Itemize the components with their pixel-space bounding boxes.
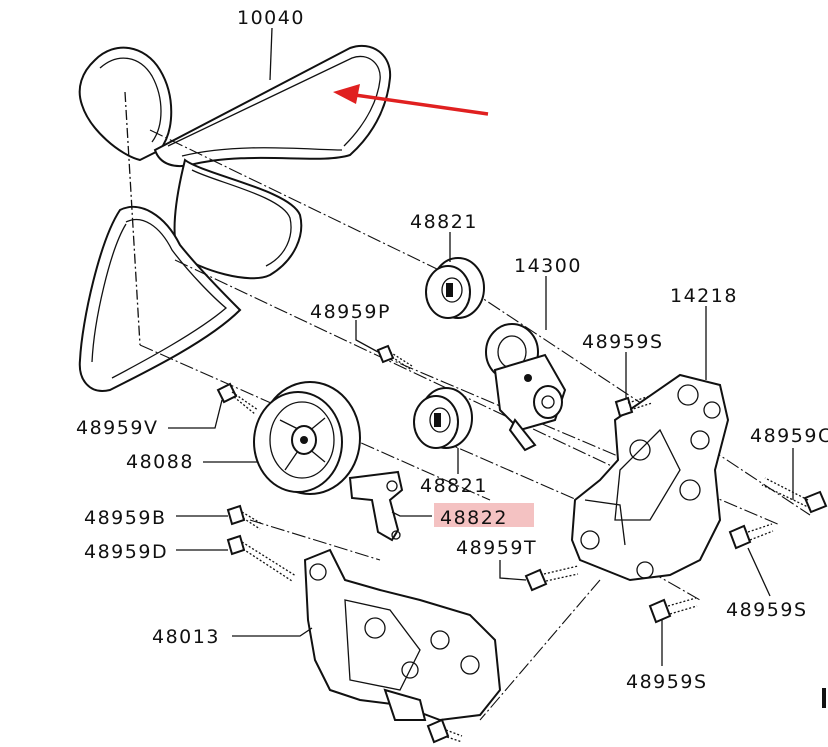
label-bolt-p: 48959P: [310, 301, 391, 323]
part-labels: 10040 48821 14300 48959P 14218 48959S 48…: [76, 7, 828, 693]
bolt-48959s-right: [728, 523, 774, 550]
label-tensioner: 14300: [514, 255, 582, 277]
bolt-48959c: [761, 477, 828, 514]
label-bracket-right: 14218: [670, 285, 738, 307]
bolt-bottom: [426, 718, 463, 744]
bolt-48959b: [226, 504, 263, 530]
part-highlight: [434, 503, 534, 527]
annotation-arrow: [333, 84, 489, 116]
label-bolt-s-top: 48959S: [582, 331, 664, 353]
bracket-48822: [348, 470, 404, 542]
label-belt: 10040: [237, 7, 305, 29]
bolt-48959d: [226, 534, 297, 582]
bolt-48959p: [376, 344, 413, 370]
label-idler-lower: 48821: [420, 475, 488, 497]
label-bolt-s-right: 48959S: [726, 599, 808, 621]
tensioner-assembly: [485, 323, 567, 452]
label-bolt-t: 48959T: [456, 537, 537, 559]
bracket-48013: [303, 548, 502, 722]
label-bolt-b: 48959B: [84, 507, 166, 529]
bracket-14218: [570, 373, 730, 582]
label-bolt-d: 48959D: [84, 541, 168, 563]
bolt-48959v: [216, 382, 259, 415]
label-bolt-c: 48959C: [750, 425, 828, 447]
label-bracket-lower: 48013: [152, 626, 220, 648]
idler-pulley-lower: [413, 387, 473, 449]
leader-lines: [168, 27, 794, 666]
serpentine-belt: [78, 44, 392, 392]
bolt-48959t: [524, 565, 579, 592]
bolt-48959s-top: [614, 395, 653, 418]
edge-mark: [822, 688, 826, 708]
label-bolt-s-bottom: 48959S: [626, 671, 708, 693]
idler-pulley-upper: [425, 257, 485, 319]
label-highlighted-part: 48822: [440, 507, 508, 529]
label-pulley: 48088: [126, 451, 194, 473]
bolt-48959s-bottom: [648, 597, 698, 624]
label-bolt-v: 48959V: [76, 417, 158, 439]
label-idler-upper: 48821: [410, 211, 478, 233]
crank-pulley: [253, 381, 361, 495]
